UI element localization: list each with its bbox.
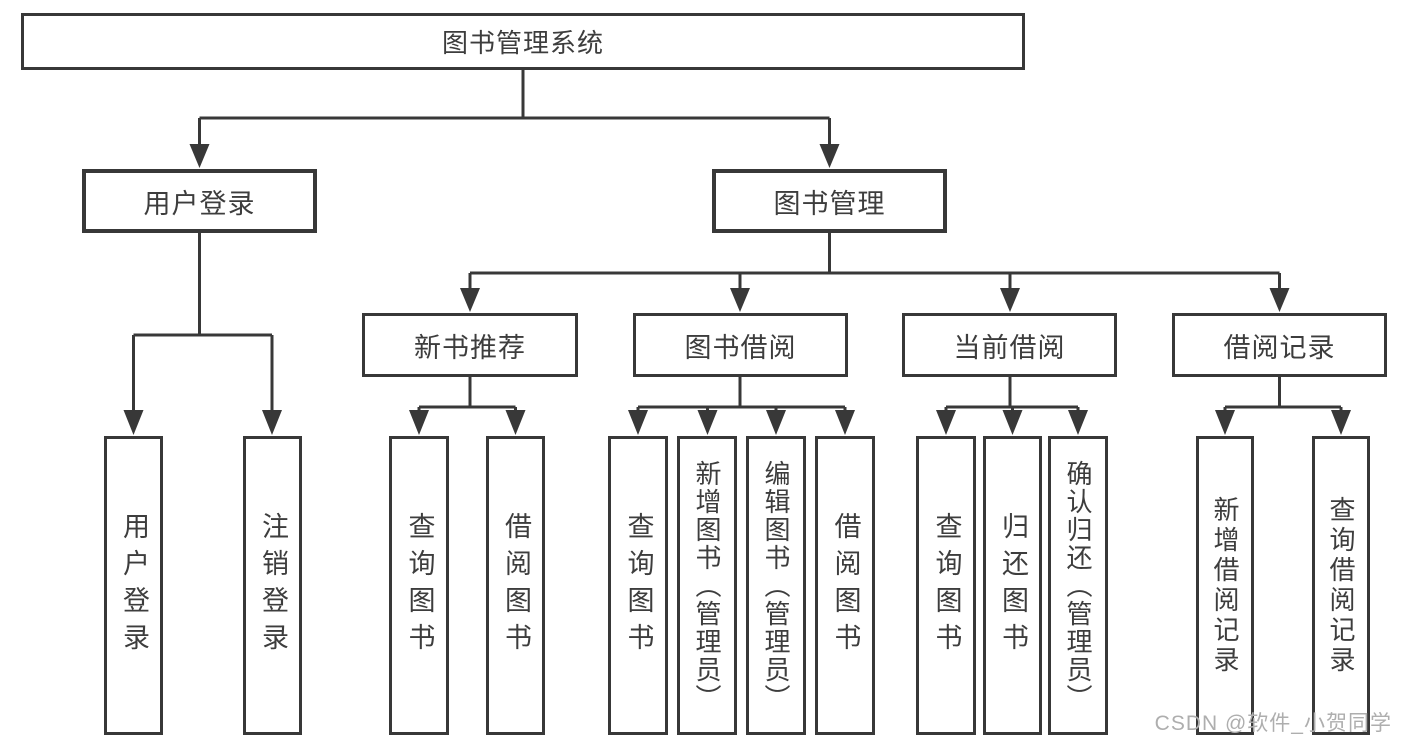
arrow-down-icon [819, 144, 840, 168]
leaf-query-books: 查询图书 [608, 436, 668, 735]
arrow-down-icon [730, 288, 750, 312]
connector-loanrecords-to-leaves [1223, 377, 1343, 412]
node-label: 用户登录 [143, 188, 256, 219]
arrow-down-icon [262, 410, 282, 435]
connector-root-to-level2 [198, 69, 831, 146]
node-label: 新增图书（管理员） [692, 459, 722, 712]
node-borrowing-records: 借阅记录 [1172, 313, 1387, 377]
leaf-query-books: 查询图书 [389, 436, 449, 735]
node-label: 查询借阅记录 [1326, 495, 1356, 676]
arrow-down-icon [628, 410, 648, 435]
arrow-down-icon [1000, 288, 1020, 312]
node-label: 借阅图书 [830, 511, 861, 660]
node-label: 注销登录 [258, 511, 288, 660]
node-label: 新书推荐 [414, 332, 526, 363]
node-label: 图书管理系统 [441, 28, 604, 58]
node-current-borrowing: 当前借阅 [902, 313, 1117, 377]
leaf-query-borrow-record: 查询借阅记录 [1312, 436, 1370, 735]
arrow-down-icon [1331, 410, 1351, 435]
arrow-down-icon [697, 410, 718, 435]
node-label: 借阅记录 [1223, 332, 1336, 363]
node-label: 编辑图书（管理员） [761, 459, 791, 712]
node-library-management-system: 图书管理系统 [21, 13, 1025, 70]
arrow-down-icon [1215, 410, 1235, 435]
leaf-logout: 注销登录 [243, 436, 302, 735]
arrowheads-group [123, 144, 1351, 435]
leaf-borrow-books: 借阅图书 [486, 436, 545, 735]
node-label: 图书借阅 [684, 332, 797, 363]
node-label: 图书管理 [773, 188, 886, 219]
node-book-borrowing: 图书借阅 [633, 313, 848, 377]
arrow-down-icon [409, 410, 429, 435]
node-label: 新增借阅记录 [1210, 495, 1240, 676]
arrow-down-icon [835, 410, 855, 435]
node-user-login: 用户登录 [82, 169, 317, 233]
leaf-add-books-admin: 新增图书（管理员） [677, 436, 737, 735]
leaf-borrow-books: 借阅图书 [815, 436, 875, 735]
arrow-down-icon [1269, 288, 1290, 312]
leaf-user-login: 用户登录 [104, 436, 163, 735]
arrow-down-icon [505, 410, 526, 435]
leaf-return-books: 归还图书 [983, 436, 1042, 735]
leaf-confirm-return-admin: 确认归还（管理员） [1048, 436, 1108, 735]
leaf-query-books: 查询图书 [916, 436, 976, 735]
arrow-down-icon [123, 410, 144, 435]
arrow-down-icon [189, 144, 210, 168]
node-label: 借阅图书 [501, 511, 531, 660]
connector-currentloan-to-leaves [944, 377, 1080, 412]
arrow-down-icon [766, 410, 786, 435]
leaf-add-borrow-record: 新增借阅记录 [1196, 436, 1254, 735]
connector-bookborrow-to-leaves [636, 377, 847, 412]
node-label: 查询图书 [623, 511, 654, 660]
node-label: 用户登录 [119, 511, 149, 660]
node-label: 当前借阅 [953, 332, 1066, 363]
node-new-book-recommendation: 新书推荐 [362, 313, 578, 377]
connector-userlogin-to-leaves [132, 233, 274, 412]
arrow-down-icon [1002, 410, 1023, 435]
leaf-edit-books-admin: 编辑图书（管理员） [746, 436, 806, 735]
arrow-down-icon [460, 288, 480, 312]
watermark-text: CSDN @软件_小贺同学 [1154, 712, 1392, 735]
connector-bookmgmt-to-level3 [468, 233, 1281, 289]
node-label: 查询图书 [404, 511, 435, 660]
node-label: 归还图书 [998, 511, 1028, 660]
node-book-management: 图书管理 [712, 169, 947, 233]
arrow-down-icon [1068, 410, 1088, 435]
connector-newbookrec-to-leaves [417, 377, 517, 412]
node-label: 确认归还（管理员） [1063, 459, 1093, 712]
node-label: 查询图书 [931, 511, 962, 660]
arrow-down-icon [936, 410, 956, 435]
